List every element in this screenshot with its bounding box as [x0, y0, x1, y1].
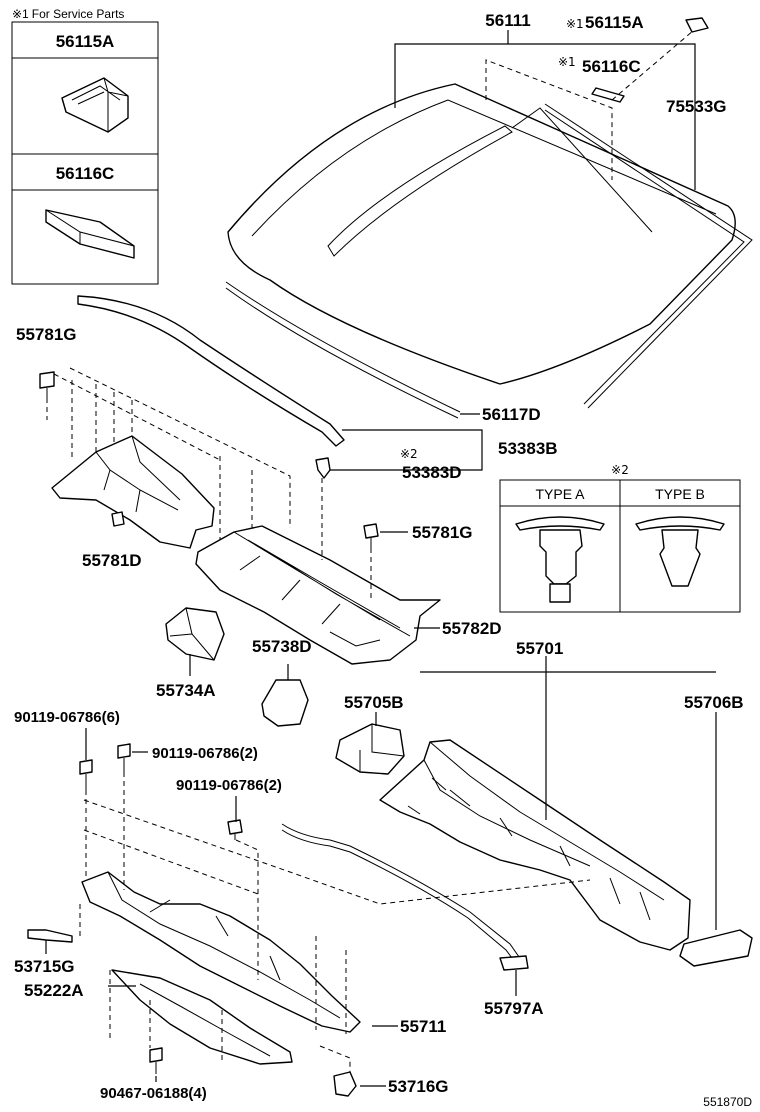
clip-55781D-icon	[111, 511, 125, 527]
cowl-panel-55701	[379, 739, 691, 951]
label-55781G-top: 55781G	[16, 325, 77, 344]
label-55711: 55711	[400, 1017, 446, 1036]
label-53383D: 53383D	[402, 463, 462, 482]
label-75533G: 75533G	[666, 97, 727, 116]
bracket-53715G	[27, 929, 73, 943]
diagram-id: 551870D	[703, 1095, 752, 1109]
bracket-55738D	[261, 679, 309, 727]
label-56111: 56111	[485, 11, 530, 30]
clip-53383D-icon	[315, 457, 331, 479]
svg-text:※2: ※2	[400, 447, 418, 461]
label-55781D: 55781D	[82, 551, 142, 570]
label-90467-06188: 90467-06188(4)	[100, 1085, 207, 1102]
label-90119-06786-2a: 90119-06786(2)	[152, 745, 258, 762]
label-55701: 55701	[516, 639, 563, 658]
cowl-louver-center	[195, 525, 441, 665]
bracket-55734A	[165, 607, 225, 661]
bracket-55706B	[679, 929, 753, 967]
label-56115A: 56115A	[585, 13, 644, 32]
label-56116C: 56116C	[582, 57, 641, 76]
label-53383B: 53383B	[498, 439, 558, 458]
label-55222A: 55222A	[24, 981, 84, 1000]
svg-text:※1: ※1	[558, 55, 576, 69]
label-55734A: 55734A	[156, 681, 216, 700]
clip-type-a-icon	[515, 516, 605, 603]
lower-cowl-55711	[81, 871, 361, 1033]
label-90119-06786-2b: 90119-06786(2)	[176, 777, 282, 794]
clip-55781G-top-icon	[39, 371, 55, 398]
label-53716G: 53716G	[388, 1077, 449, 1096]
label-55706B: 55706B	[684, 693, 744, 712]
svg-text:※1: ※1	[566, 17, 584, 31]
windshield-glass	[227, 83, 736, 385]
clip-56115A-icon	[61, 77, 129, 133]
pad-56116C-icon	[45, 209, 135, 259]
rod-55797A	[281, 823, 525, 965]
service-item-56115A: 56115A	[56, 32, 115, 51]
bolt-90467-icon	[149, 1047, 163, 1074]
label-55797A: 55797A	[484, 999, 544, 1018]
clip-type-b-icon	[635, 516, 725, 587]
service-item-56116C: 56116C	[56, 164, 115, 183]
label-55738D: 55738D	[252, 637, 312, 656]
pad-56116C-small-icon	[591, 87, 625, 103]
clip-type-box: ※2 TYPE A TYPE B	[499, 463, 741, 613]
bolt-90119-2a-icon	[117, 743, 131, 772]
type-a-header: TYPE A	[535, 486, 585, 502]
label-55782D: 55782D	[442, 619, 502, 638]
bracket-53716G	[333, 1071, 357, 1097]
label-53715G: 53715G	[14, 957, 75, 976]
label-56117D: 56117D	[482, 405, 541, 424]
bracket-55705B	[335, 723, 405, 775]
svg-text:※2: ※2	[611, 463, 629, 477]
clip-56115A-small-icon	[685, 17, 709, 33]
type-b-header: TYPE B	[655, 486, 705, 502]
seal-56117D	[225, 281, 461, 413]
label-90119-06786-6: 90119-06786(6)	[14, 709, 120, 726]
molding-75533G	[544, 103, 753, 409]
clip-55781G-mid-icon	[363, 523, 379, 548]
cowl-molding-strip	[77, 295, 345, 447]
cowl-louver-left	[51, 435, 215, 549]
bolt-90119-2b-icon	[227, 819, 243, 840]
label-55705B: 55705B	[344, 693, 404, 712]
label-55781G-mid: 55781G	[412, 523, 473, 542]
bolt-90119-6-icon	[79, 759, 93, 790]
